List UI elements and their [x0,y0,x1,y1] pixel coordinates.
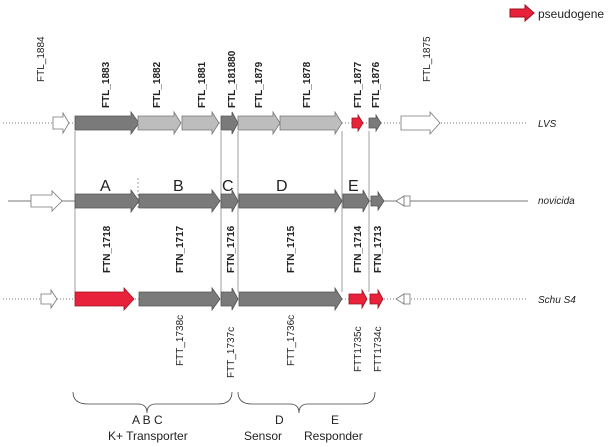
sensor-responder-brace [237,391,376,414]
lvs-row [52,110,441,136]
gene-ftl-1877-arrow [351,113,364,133]
label-ftt-1735c: FTT1735c [353,326,364,372]
label-k-transporter: K+ Transporter [108,429,188,443]
gene-ftl-1881-arrow [181,110,220,136]
novicida-labels: A B C D E FTN_1718 FTN_1717 FTN_1716 FTN… [100,178,575,273]
gene-downstream-novicida-box [403,195,411,207]
gene-ftl-1884-arrow [52,111,70,135]
gene-ftn-1715-arrow [238,188,343,214]
label-ftl-1881: FTL_1881 [197,61,208,108]
gene-ftn-1717-arrow [138,188,221,214]
label-abc: A B C [132,413,163,427]
label-ftt-1736c: FTT_1736c [286,315,297,366]
label-ftl-1882: FTL_1882 [152,61,163,108]
gene-ftl-1875-arrow [400,110,441,136]
label-ftt-1738c: FTT_1738c [175,315,186,366]
gene-ftt-1734c-arrow [369,288,384,310]
gene-ftt-1737c-arrow [220,287,239,311]
gene-downstream-schu-box [403,293,411,305]
lvs-labels: FTL_1884 FTL_1883 FTL_1882 FTL_1881 FTL_… [36,36,557,130]
label-ftn-1713: FTN_1713 [373,225,384,273]
label-ftn-1714: FTN_1714 [353,225,364,273]
domain-b: B [173,178,184,195]
gene-downstream-schu-arrow [395,293,405,305]
gene-ftl-181880-arrow [220,111,239,135]
strain-schu: Schu S4 [538,295,576,306]
gene-ftl-1882-arrow [137,110,182,136]
label-ftn-1715: FTN_1715 [286,225,297,273]
gene-ftn-1716-arrow [220,189,239,213]
label-d: D [275,413,284,427]
label-ftl-1877: FTL_1877 [353,61,364,108]
label-ftn-1717: FTN_1717 [175,225,186,273]
gene-ftl-1876-arrow [368,113,382,133]
domain-d: D [276,178,288,195]
legend-label: pseudogene [538,7,604,21]
gene-ftt-1735c-arrow [348,288,368,310]
label-e: E [331,413,339,427]
label-ftl-1876: FTL_1876 [371,61,382,108]
label-ftt-1734c: FTT1734c [373,326,384,372]
gene-ftl-1883-arrow [74,110,140,136]
label-ftt-1737c: FTT_1737c [226,327,237,378]
schu-labels: FTT_1738c FTT_1737c FTT_1736c FTT1735c F… [175,295,576,378]
label-ftl-1875: FTL_1875 [422,36,433,82]
legend-pseudogene-arrow [509,3,535,23]
label-responder: Responder [304,429,363,443]
gene-upstream-schu-arrow [40,288,58,310]
strain-novicida: novicida [538,196,575,207]
transporter-brace [72,391,233,414]
gene-ftn-1718-arrow [74,188,140,214]
label-ftl-1878: FTL_1878 [302,61,313,108]
domain-e: E [348,178,359,195]
novicida-row [30,188,411,214]
label-ftl-1883: FTL_1883 [101,61,112,108]
label-ftl-1884: FTL_1884 [36,36,47,82]
gene-downstream-novicida-arrow [395,195,405,207]
gene-ftt-1738c-pseudo-arrow [74,286,135,312]
label-ftn-1718: FTN_1718 [102,225,113,273]
function-labels: A B C K+ Transporter D Sensor E Responde… [108,413,363,443]
gene-ftn-1714-arrow [342,189,370,213]
label-ftl-181880: FTL_181880 [227,50,238,108]
alignment-lines [74,131,370,292]
gene-ftl-1878-arrow [279,110,343,136]
gene-ftt-1738c-arrow [138,286,221,312]
domain-a: A [100,178,111,195]
gene-ftn-1713-arrow [370,190,385,212]
label-sensor: Sensor [244,429,282,443]
gene-ftt-1736c-arrow [238,286,343,312]
schu-row [40,286,411,312]
strain-lvs: LVS [538,119,557,130]
gene-ftl-1879-arrow [237,110,281,136]
label-ftl-1879: FTL_1879 [254,61,265,108]
gene-upstream-novicida-arrow [30,190,63,212]
domain-c: C [222,178,234,195]
label-ftn-1716: FTN_1716 [226,225,237,273]
